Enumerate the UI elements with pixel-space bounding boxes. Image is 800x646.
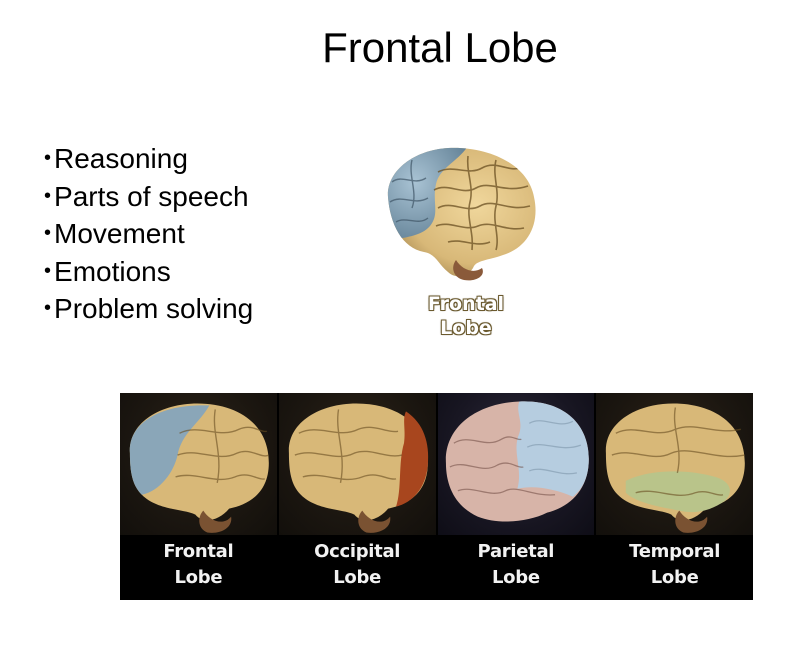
brain-photo-frontal (120, 393, 277, 535)
lobe-highlight (626, 471, 731, 513)
lobe-panel-temporal: Temporal Lobe (596, 393, 753, 600)
slide-title: Frontal Lobe (322, 24, 558, 71)
list-item: •Parts of speech (44, 178, 253, 216)
function-list: •Reasoning •Parts of speech •Movement •E… (44, 140, 253, 328)
lobe-highlight (129, 405, 210, 495)
bullet-icon: • (44, 297, 52, 319)
brain-frontal-illustration (387, 147, 536, 281)
lobe-panel-frontal: Frontal Lobe (120, 393, 279, 600)
bullet-icon: • (44, 259, 52, 282)
list-item: •Emotions (44, 253, 253, 291)
brain-photo-occipital (278, 393, 436, 535)
bullet-icon: • (44, 147, 52, 169)
list-item: •Problem solving (44, 290, 253, 328)
lobe-highlight (516, 401, 589, 497)
lobe-label-frontal: Frontal Lobe (163, 541, 234, 588)
brain-photo-temporal (596, 393, 753, 535)
brain-photo-parietal (437, 393, 595, 535)
lobe-highlight (395, 411, 428, 507)
lobe-panel-occipital: Occipital Lobe (278, 393, 438, 600)
lobe-label-parietal: Parietal Lobe (477, 541, 555, 588)
lobe-comparison-strip: Frontal Lobe Occipital Lobe (120, 393, 753, 600)
brain-caption: Frontal Lobe (427, 293, 505, 339)
bullet-icon: • (44, 184, 52, 207)
list-item: •Reasoning (44, 140, 253, 178)
bullet-icon: • (44, 222, 52, 244)
lobe-label-temporal: Temporal Lobe (629, 541, 721, 588)
list-item: •Movement (44, 215, 253, 253)
lobe-panel-parietal: Parietal Lobe (437, 393, 597, 600)
lobe-label-occipital: Occipital Lobe (314, 541, 401, 588)
